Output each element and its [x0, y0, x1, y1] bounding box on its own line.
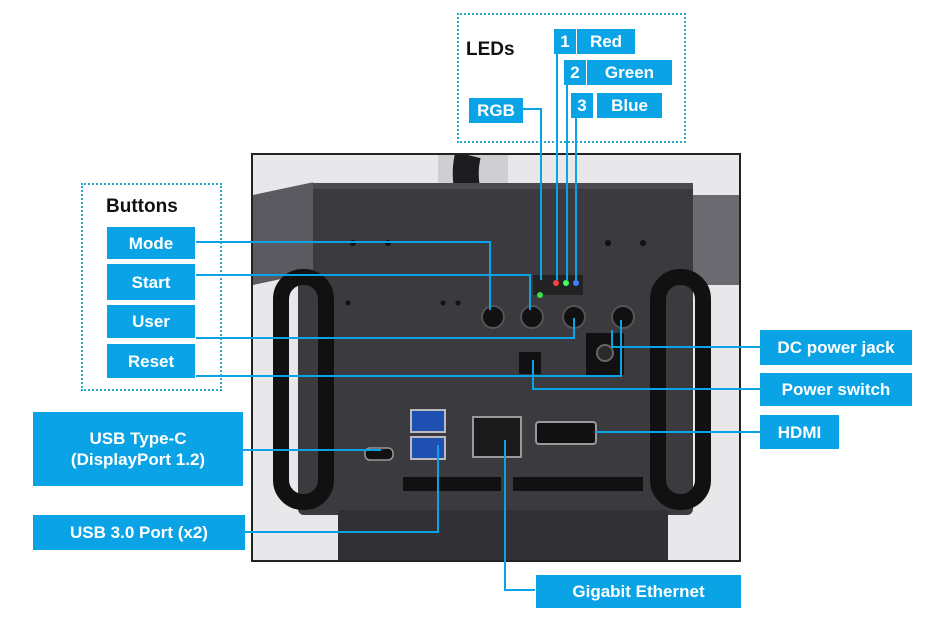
- buttons-group-box: [81, 183, 222, 391]
- dc-power-jack-label: DC power jack: [760, 330, 912, 365]
- button-label-reset: Reset: [107, 344, 195, 378]
- device-photo: [251, 153, 741, 562]
- led-2-number: 2: [564, 60, 586, 85]
- leds-heading: LEDs: [466, 39, 515, 60]
- usb3-port-label: USB 3.0 Port (x2): [33, 515, 245, 550]
- button-label-user: User: [107, 305, 195, 338]
- buttons-heading: Buttons: [106, 196, 178, 217]
- button-label-mode: Mode: [107, 227, 195, 259]
- usb-type-c-label: USB Type-C (DisplayPort 1.2): [33, 412, 243, 486]
- device-illustration: [253, 155, 739, 560]
- led-blue-label: Blue: [597, 93, 662, 118]
- led-1-number: 1: [554, 29, 576, 54]
- gigabit-ethernet-label: Gigabit Ethernet: [536, 575, 741, 608]
- leds-group-box: [457, 13, 686, 143]
- power-switch-label: Power switch: [760, 373, 912, 406]
- rgb-led-label: RGB: [469, 98, 523, 123]
- hdmi-label: HDMI: [760, 415, 839, 449]
- led-green-label: Green: [587, 60, 672, 85]
- led-3-number: 3: [571, 93, 593, 118]
- button-label-start: Start: [107, 264, 195, 300]
- led-red-label: Red: [577, 29, 635, 54]
